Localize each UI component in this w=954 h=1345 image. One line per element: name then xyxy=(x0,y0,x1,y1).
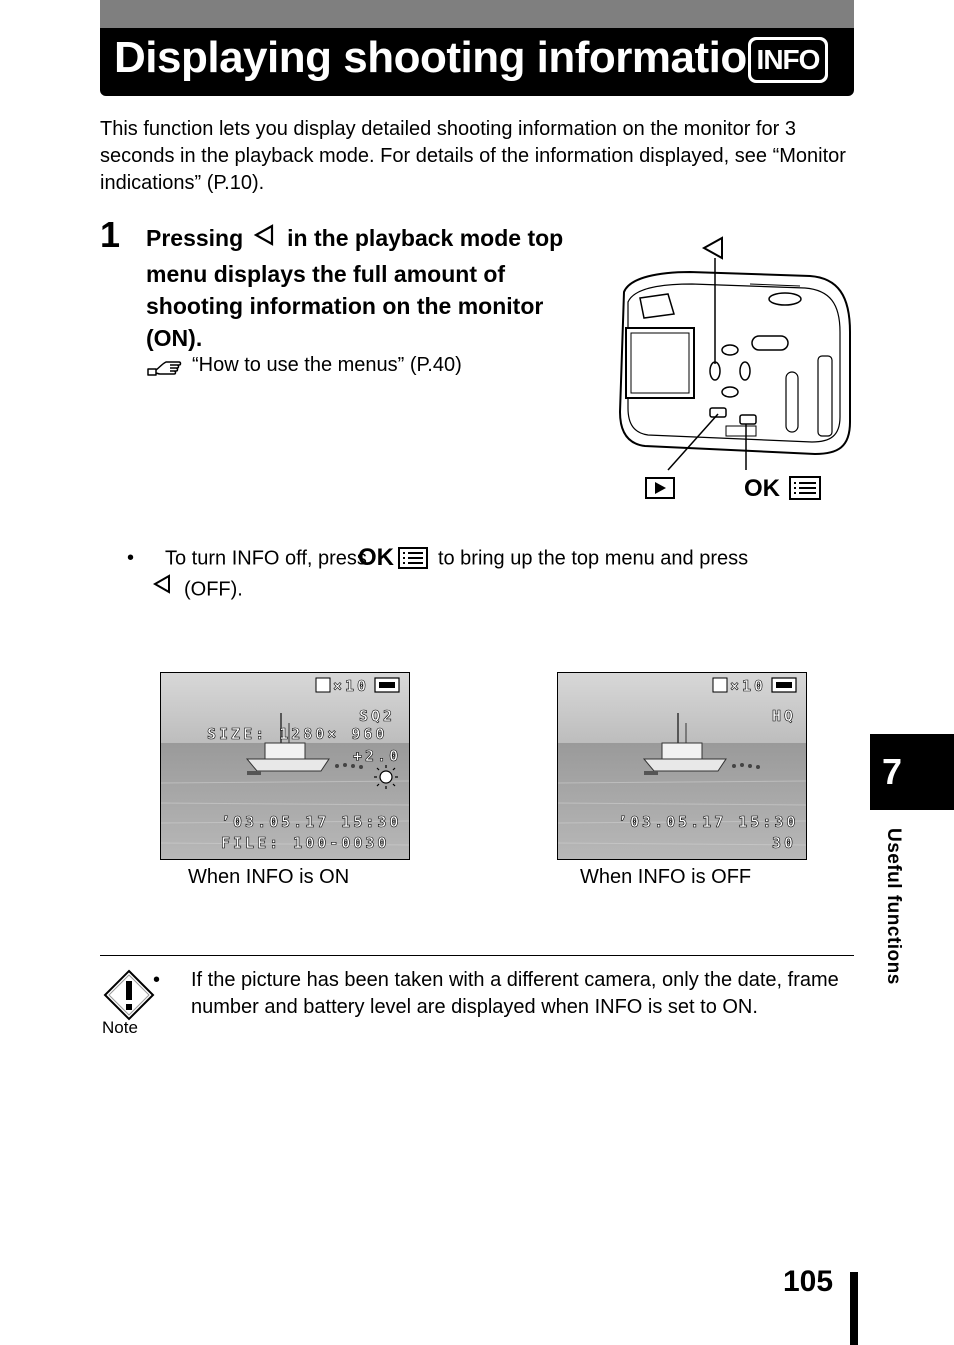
title-banner: Displaying shooting information INFO xyxy=(100,0,854,96)
exposure-comp: +2.0 xyxy=(353,747,401,765)
ok-menu-button-icon: OK xyxy=(357,544,428,571)
step-text-after: in the playback mode top menu displays t… xyxy=(146,225,564,351)
reference-hand-icon xyxy=(147,360,182,376)
image-size: SIZE: 1280× 960 xyxy=(207,725,387,743)
left-arrow-icon xyxy=(253,222,275,254)
print-icon xyxy=(712,677,728,693)
sun-icon xyxy=(374,765,398,789)
chapter-tab: 7 xyxy=(870,734,954,810)
info-badge: INFO xyxy=(748,37,828,83)
card-icon xyxy=(771,677,797,693)
camera-ok-label: OK xyxy=(744,475,781,502)
page-number: 105 xyxy=(783,1265,834,1298)
bullet-text-before: To turn INFO off, press xyxy=(165,547,367,570)
bullet-text-after: to bring up the top menu and press xyxy=(437,547,749,570)
page-title: Displaying shooting information xyxy=(114,33,774,82)
print-count: ×10 xyxy=(333,677,369,695)
step-number: 1 xyxy=(100,214,121,255)
ok-label: OK xyxy=(357,544,394,571)
quality-mode: HQ xyxy=(772,707,796,725)
frame-number: 30 xyxy=(772,834,796,852)
page-edge-bar xyxy=(850,1272,858,1345)
warning-icon xyxy=(102,968,156,1022)
menu-reference: “How to use the menus” (P.40) xyxy=(146,352,462,378)
bullet-dot: • xyxy=(153,969,161,991)
step-text-before: Pressing xyxy=(146,225,244,252)
title-banner-strip xyxy=(100,0,854,28)
left-arrow-icon xyxy=(152,574,172,602)
monitor-screen-info-off: ×10 HQ ’03.05.17 15:30 30 xyxy=(557,672,807,860)
monitor-screen-info-on: ×10 SQ2 SIZE: 1280× 960 +2.0 ’03.05.17 1… xyxy=(160,672,410,860)
caption-info-off: When INFO is OFF xyxy=(580,866,752,888)
info-badge-label: INFO xyxy=(751,40,825,80)
date-time: ’03.05.17 15:30 xyxy=(221,813,401,831)
print-icon xyxy=(315,677,331,693)
date-time: ’03.05.17 15:30 xyxy=(618,813,798,831)
print-count: ×10 xyxy=(730,677,766,695)
reference-text: “How to use the menus” (P.40) xyxy=(192,354,462,376)
note-body: If the picture has been taken with a dif… xyxy=(191,969,839,1018)
quality-mode: SQ2 xyxy=(359,707,395,725)
intro-paragraph: This function lets you display detailed … xyxy=(100,118,846,194)
camera-illustration: OK xyxy=(600,232,860,512)
note-divider xyxy=(100,955,854,956)
note-text: • If the picture has been taken with a di… xyxy=(153,967,881,1021)
bullet-dot: • xyxy=(127,547,135,570)
caption-info-on: When INFO is ON xyxy=(188,866,350,888)
card-icon xyxy=(374,677,400,693)
chapter-title: Useful functions xyxy=(883,828,904,985)
bullet-text-end: (OFF). xyxy=(184,578,243,601)
note-label: Note xyxy=(102,1018,138,1037)
file-number: FILE: 100-0030 xyxy=(221,834,389,852)
